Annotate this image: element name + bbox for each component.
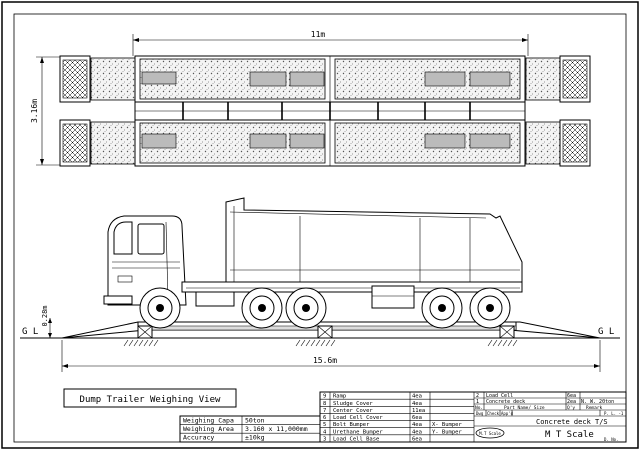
header-name: Part Name/ Size	[504, 405, 545, 411]
part-name: Ramp	[333, 394, 346, 400]
spec-value: 3.160 x 11,000mm	[245, 425, 308, 433]
sheet-number: D. No.	[604, 437, 618, 442]
part-name: Load Cell Cover	[333, 415, 383, 421]
ground-label-right: G L	[598, 327, 614, 337]
spec-label: Weighing Area	[183, 425, 234, 433]
dim-total-length: 15.6m	[313, 356, 337, 365]
approval-dwg: Dwg	[476, 411, 484, 416]
company-logo-text: M.T Scale	[479, 431, 501, 436]
side-view: G L G L 0.28m 15.6m	[20, 197, 620, 372]
part-note: Y- Bumper	[432, 429, 462, 435]
part-no: 2	[476, 393, 479, 399]
part-no: 1	[476, 399, 479, 405]
header-qty: Q'y	[567, 405, 575, 411]
deck-row-lower	[59, 119, 591, 167]
part-qty: 6ea	[567, 393, 576, 399]
part-no: 6	[323, 415, 326, 421]
part-name: Load Cell	[486, 393, 513, 399]
dim-top-length: 11m	[311, 30, 326, 39]
part-qty: 4ea	[412, 401, 422, 407]
header-no: No.	[475, 405, 483, 411]
ground-label-left: G L	[22, 327, 38, 337]
part-no: 8	[323, 401, 326, 407]
part-name: Concrete deck	[486, 399, 525, 405]
part-name: Load Cell Base	[333, 437, 379, 443]
part-name: Center Cover	[333, 408, 373, 414]
approval-pl: P. L. -1	[604, 411, 624, 416]
part-note: N. W. 20ton	[581, 399, 614, 405]
part-name: Urethane Bumper	[333, 429, 383, 435]
center-cover-marks	[182, 102, 471, 120]
parts-table: 9 Ramp 4ea 8 Sludge Cover 4ea 7 Center Cover 11e…	[319, 391, 627, 443]
part-no: 9	[323, 394, 326, 400]
part-qty: 4ea	[412, 394, 422, 400]
dim-height: 0.28m	[41, 305, 49, 326]
part-no: 3	[323, 437, 326, 443]
company-logo	[475, 427, 505, 439]
view-title: Dump Trailer Weighing View	[80, 395, 221, 405]
spec-value: ±10kg	[245, 434, 265, 442]
part-no: 7	[323, 408, 326, 414]
header-remark: Remark	[586, 405, 603, 411]
spec-label: Accuracy	[183, 434, 214, 442]
plan-view: 11m 3.16m	[30, 30, 591, 167]
part-no: 4	[323, 429, 327, 435]
dump-truck	[103, 197, 523, 329]
part-qty: 6ea	[412, 415, 422, 421]
part-qty: 2ea	[567, 399, 576, 405]
approval-appd: App'd	[501, 411, 514, 416]
part-no: 5	[323, 422, 326, 428]
part-name: Bolt Bumper	[333, 422, 370, 428]
part-name: Sludge Cover	[333, 401, 373, 407]
spec-label: Weighing Capa	[183, 417, 234, 425]
approval-check: Check	[487, 411, 500, 416]
company-name: M T Scale	[545, 430, 594, 440]
deck-row-upper	[59, 55, 591, 103]
dim-width: 3.16m	[30, 99, 39, 123]
spec-value: 50ton	[245, 417, 265, 425]
part-qty: 4ea	[412, 429, 422, 435]
part-qty: 4ea	[412, 422, 422, 428]
part-qty: 6ea	[412, 437, 422, 443]
wheels	[139, 287, 511, 329]
view-title-box: Dump Trailer Weighing View	[63, 388, 237, 408]
part-note: X- Bumper	[432, 422, 462, 428]
product-name: Concrete deck T/S	[536, 418, 608, 426]
part-qty: 11ea	[412, 408, 425, 414]
